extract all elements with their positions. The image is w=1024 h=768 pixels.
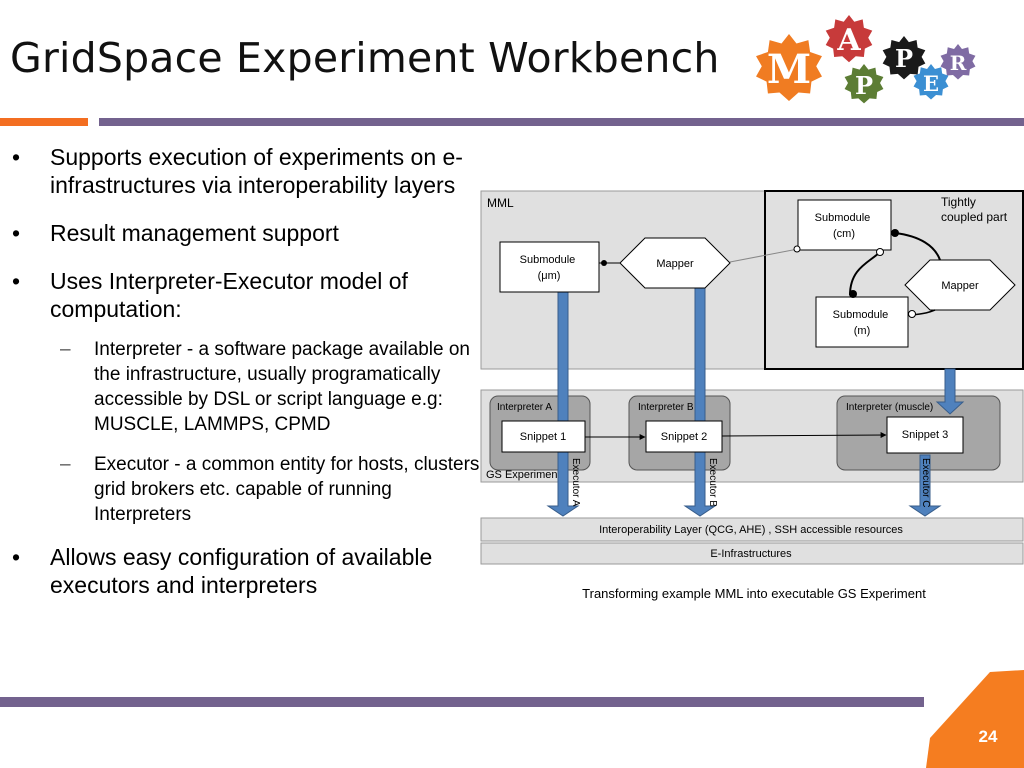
slide-title: GridSpace Experiment Workbench	[10, 34, 720, 82]
snippet-3-box	[886, 416, 964, 454]
submodule-um-label: Submodule (μm)	[520, 254, 579, 282]
snippet-1-box	[501, 420, 586, 453]
executor-a-label: Executor A	[570, 458, 581, 507]
submodule-cm-line1: Submodule	[815, 212, 871, 224]
bullet-dot: •	[12, 144, 21, 170]
mapper-left-hexagon	[619, 237, 731, 289]
snippet-1-label: Snippet 1	[520, 431, 566, 443]
sub-bullet-item: – Executor - a common entity for hosts, c…	[12, 452, 490, 527]
snippet-2-box	[645, 420, 723, 453]
mapper-right-hexagon	[904, 259, 1016, 311]
executor-b-label: Executor B	[707, 458, 718, 507]
bullet-text: Result management support	[50, 220, 339, 246]
bullet-list: • Supports execution of experiments on e-…	[12, 143, 490, 619]
executor-a-arrow	[546, 289, 580, 517]
mapper-left-label: Mapper	[656, 258, 694, 270]
mapper-right-label: Mapper	[941, 280, 979, 292]
logo-letter-e: E	[923, 71, 939, 96]
bullet-item: • Result management support	[12, 219, 490, 247]
connector-dot	[601, 260, 607, 266]
submodule-cm-line2: (cm)	[833, 228, 855, 240]
interpreter-b-label: Interpreter B	[638, 402, 694, 413]
cm-to-mapper-right-connector	[894, 232, 941, 261]
bullet-item: • Allows easy configuration of available …	[12, 543, 490, 599]
tightly-coupled-label: Tightly coupled part	[941, 195, 1008, 224]
page-number-corner	[926, 670, 1024, 768]
bullet-text: Uses Interpreter-Executor model of compu…	[50, 268, 408, 322]
executor-c-arrow	[908, 454, 942, 517]
bullet-dot: •	[12, 544, 21, 570]
gs-experiment-label: GS Experiment	[486, 469, 561, 481]
logo-letter-p2: P	[895, 44, 913, 73]
submodule-cm-label: Submodule (cm)	[815, 212, 874, 240]
executor-b-arrow	[683, 287, 717, 517]
sub-bullet-text: Interpreter - a software package availab…	[94, 339, 470, 435]
header-accent-orange	[0, 118, 88, 126]
logo-letter-p1: P	[855, 71, 873, 100]
mml-label: MML	[487, 196, 514, 210]
logo-letter-a: A	[836, 23, 861, 58]
snippet-3-label: Snippet 3	[902, 429, 948, 441]
submodule-cm-box	[797, 199, 892, 251]
executor-c-label: Executor C	[920, 458, 931, 507]
submodule-m-line1: Submodule	[833, 309, 889, 321]
page-number: 24	[978, 727, 998, 746]
footer-accent-purple	[0, 697, 924, 707]
sub-bullet-dash: –	[60, 339, 71, 360]
diagram-caption: Transforming example MML into executable…	[582, 586, 926, 601]
sub-bullet-item: – Interpreter - a software package availa…	[12, 337, 490, 437]
snippet2-to-snippet3-arrow	[721, 432, 887, 439]
connector-dot	[849, 290, 857, 298]
submodule-um-box	[499, 241, 600, 293]
submodule-um-line2: (μm)	[538, 270, 561, 282]
tightly-coupled-line1: Tightly	[941, 195, 976, 209]
interpreter-muscle-label: Interpreter (muscle)	[846, 402, 933, 413]
interop-layer-box	[480, 517, 1024, 542]
tight-to-snippet3-arrow	[935, 368, 965, 415]
logo-letter-m: M	[767, 46, 811, 93]
submodule-m-box	[815, 296, 909, 348]
e-infrastructures-label: E-Infrastructures	[710, 548, 792, 560]
connector-dot	[908, 310, 916, 318]
submodule-um-line1: Submodule	[520, 254, 576, 266]
interpreter-a-label: Interpreter A	[497, 402, 552, 413]
page-number-badge	[926, 670, 1024, 768]
logo-letter-r: R	[950, 51, 967, 75]
mapper-logo: M A P P E R	[756, 15, 976, 104]
submodule-m-line2: (m)	[854, 325, 871, 337]
connector-dot	[891, 229, 899, 237]
submodule-m-label: Submodule (m)	[833, 309, 892, 337]
connector-dot	[876, 248, 884, 256]
mapper-to-cm-connector	[729, 248, 799, 263]
bullet-dot: •	[12, 268, 21, 294]
interop-layer-label: Interoperability Layer (QCG, AHE) , SSH …	[599, 524, 903, 536]
bullet-text: Allows easy configuration of available e…	[50, 544, 433, 598]
bullet-text: Supports execution of experiments on e-i…	[50, 144, 463, 198]
connector-dot	[793, 245, 801, 253]
header-accent-purple	[99, 118, 1024, 126]
bullet-item: • Uses Interpreter-Executor model of comp…	[12, 267, 490, 323]
e-infrastructures-box	[480, 542, 1024, 565]
snippet-2-label: Snippet 2	[661, 431, 707, 443]
tightly-coupled-line2: coupled part	[941, 210, 1008, 224]
bullet-item: • Supports execution of experiments on e-…	[12, 143, 490, 199]
sub-bullet-text: Executor - a common entity for hosts, cl…	[94, 454, 485, 525]
bullet-dot: •	[12, 220, 21, 246]
sub-bullet-dash: –	[60, 454, 71, 475]
